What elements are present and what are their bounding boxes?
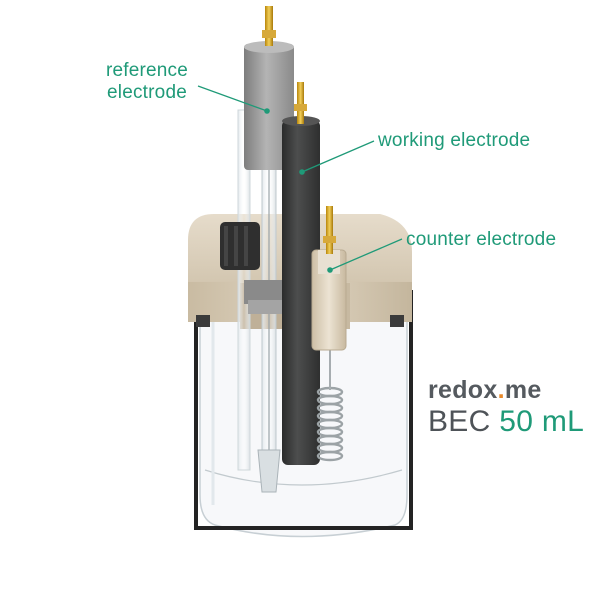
reference-label-line1: reference — [105, 60, 189, 81]
leader-lines — [197, 85, 403, 271]
reference-electrode — [237, 6, 294, 493]
support-frame — [194, 290, 413, 530]
working-electrode — [282, 82, 320, 465]
model-prefix: BEC — [428, 405, 491, 438]
working-electrode-label: working electrode — [378, 130, 531, 151]
port-knob — [220, 222, 260, 270]
reference-label-line2: electrode — [107, 82, 187, 103]
brand-dot: . — [497, 376, 505, 404]
leader-dots — [264, 108, 333, 273]
brand-logo: redox.me — [428, 376, 542, 405]
brand-name-part2: me — [504, 376, 542, 404]
reference-electrode-label: reference electrode — [96, 60, 198, 104]
model-volume: 50 mL — [499, 405, 585, 438]
product-model: BEC 50 mL — [428, 405, 584, 439]
counter-electrode-label: counter electrode — [406, 229, 557, 250]
brand-name-part1: redox — [428, 376, 498, 404]
